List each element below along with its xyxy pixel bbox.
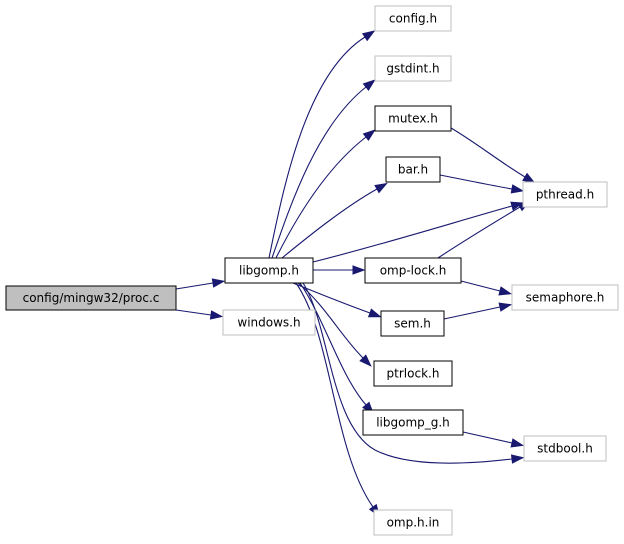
node-gstdint-h: gstdint.h	[374, 55, 452, 82]
node-label: windows.h	[237, 316, 300, 330]
edge-mutex-h-to-pthread-h	[450, 127, 526, 178]
edge-libgomp-h-to-config-h-arrowhead	[362, 30, 376, 42]
node-stdbool-h: stdbool.h	[523, 435, 607, 462]
edge-bar-h-to-pthread-h	[439, 174, 513, 190]
edge-omp-lock-h-to-semaphore-h-arrowhead	[498, 286, 513, 296]
edge-libgomp-h-to-gstdint-h	[271, 86, 367, 259]
edge-libgomp-h-to-pthread-h	[312, 205, 513, 263]
node-label: stdbool.h	[537, 442, 593, 456]
node-omp-lock-h[interactable]: omp-lock.h	[364, 257, 462, 284]
edge-libgomp-h-to-libgomp-g-h	[299, 282, 367, 406]
node-box	[224, 257, 314, 284]
node-windows-h: windows.h	[222, 309, 316, 336]
node-box	[373, 360, 453, 387]
edge-libgomp-h-to-omp-h-in	[295, 282, 374, 508]
node-omp-h-in: omp.h.in	[373, 509, 453, 536]
node-sem-h[interactable]: sem.h	[380, 310, 445, 337]
node-proc-c[interactable]: config/mingw32/proc.c	[5, 285, 177, 311]
nodes-layer: config/mingw32/proc.c libgomp.h windows.h c…	[5, 5, 619, 536]
node-box	[374, 105, 452, 132]
node-libgomp-h[interactable]: libgomp.h	[224, 257, 314, 284]
edge-libgomp-h-to-mutex-h	[275, 136, 367, 259]
edge-libgomp-h-to-stdbool-h	[302, 282, 513, 464]
node-bar-h[interactable]: bar.h	[385, 156, 441, 183]
node-box	[364, 257, 462, 284]
node-libgomp-g-h[interactable]: libgomp_g.h	[362, 409, 464, 436]
node-label: bar.h	[398, 163, 428, 177]
edge-proc-c-to-libgomp-h	[175, 282, 214, 290]
node-label: mutex.h	[388, 112, 438, 126]
node-box	[222, 309, 316, 336]
edge-sem-h-to-semaphore-h	[443, 306, 501, 320]
node-label: config/mingw32/proc.c	[23, 291, 160, 305]
edge-omp-lock-h-to-semaphore-h	[460, 280, 501, 292]
edge-libgomp-h-to-bar-h-arrowhead	[374, 182, 388, 194]
edge-libgomp-h-to-gstdint-h-arrowhead	[362, 79, 376, 91]
edge-libgomp-h-to-ptrlock-h	[297, 282, 364, 359]
edge-proc-c-to-windows-h-arrowhead	[209, 310, 224, 320]
edge-omp-lock-h-to-pthread-h	[437, 206, 521, 259]
node-label: sem.h	[394, 317, 431, 331]
node-ptrlock-h[interactable]: ptrlock.h	[373, 360, 453, 387]
edge-libgomp-h-to-stdbool-h-arrowhead	[510, 454, 525, 464]
edge-libgomp-h-to-omp-lock-h-arrowhead	[352, 265, 366, 275]
node-label: gstdint.h	[386, 62, 439, 76]
node-label: ptrlock.h	[387, 367, 440, 381]
edge-libgomp-h-to-config-h	[268, 36, 366, 259]
node-box	[374, 5, 452, 32]
edge-libgomp-h-to-ptrlock-h-arrowhead	[359, 354, 372, 367]
edge-libgomp-h-to-bar-h	[281, 188, 378, 259]
node-box	[385, 156, 441, 183]
node-label: libgomp_g.h	[376, 416, 450, 430]
node-label: semaphore.h	[526, 291, 605, 305]
node-label: libgomp.h	[239, 264, 299, 278]
edge-bar-h-to-pthread-h-arrowhead	[510, 184, 525, 194]
node-box	[374, 55, 452, 82]
node-box	[511, 284, 619, 311]
edge-libgomp-h-to-sem-h-arrowhead	[367, 308, 382, 318]
node-mutex-h[interactable]: mutex.h	[374, 105, 452, 132]
edge-proc-c-to-windows-h	[175, 309, 212, 316]
node-label: omp-lock.h	[380, 264, 447, 278]
node-box	[380, 310, 445, 337]
edge-libgomp-g-h-to-stdbool-h	[462, 431, 513, 444]
node-config-h: config.h	[374, 5, 452, 32]
node-label: config.h	[389, 12, 437, 26]
edge-mutex-h-to-pthread-h-arrowhead	[522, 172, 536, 184]
node-label: omp.h.in	[387, 516, 440, 530]
node-box	[523, 435, 607, 462]
node-box	[522, 181, 608, 208]
edge-proc-c-to-libgomp-h-arrowhead	[211, 278, 226, 288]
edge-libgomp-h-to-mutex-h-arrowhead	[362, 129, 376, 142]
node-box	[5, 285, 177, 311]
node-pthread-h: pthread.h	[522, 181, 608, 208]
node-box	[373, 509, 453, 536]
node-box	[362, 409, 464, 436]
edge-sem-h-to-semaphore-h-arrowhead	[498, 302, 513, 312]
node-label: pthread.h	[536, 188, 594, 202]
node-semaphore-h: semaphore.h	[511, 284, 619, 311]
edge-libgomp-g-h-to-stdbool-h-arrowhead	[510, 438, 525, 448]
